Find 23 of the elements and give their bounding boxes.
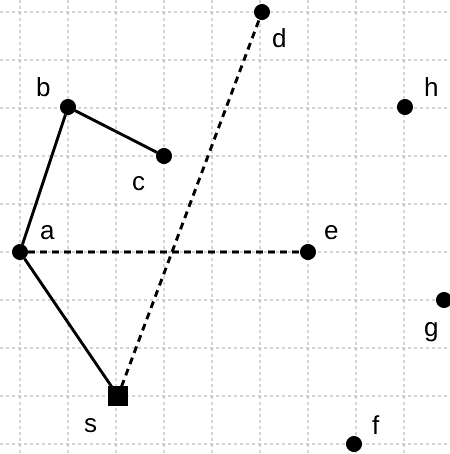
point-dot [346, 436, 362, 452]
point-dot [156, 148, 172, 164]
dashed-line [120, 18, 261, 388]
point-label: c [132, 168, 145, 194]
point-label: h [424, 74, 438, 100]
dashed-line [28, 250, 300, 254]
point-label: a [40, 217, 54, 243]
point-dot [60, 99, 76, 115]
point-label: d [272, 25, 286, 51]
point-dot [254, 4, 270, 20]
point-label: f [372, 412, 380, 438]
line-segment [21, 114, 67, 245]
point-label: e [324, 217, 338, 243]
point-dot [397, 99, 413, 115]
point-label: g [424, 314, 438, 340]
point-label: s [84, 410, 97, 436]
line-segment [23, 258, 114, 389]
line-segment [74, 109, 158, 154]
point-label: b [36, 74, 50, 100]
point-dot [436, 292, 450, 308]
point-dot [300, 244, 316, 260]
point-dot [12, 244, 28, 260]
square-point [108, 386, 128, 406]
